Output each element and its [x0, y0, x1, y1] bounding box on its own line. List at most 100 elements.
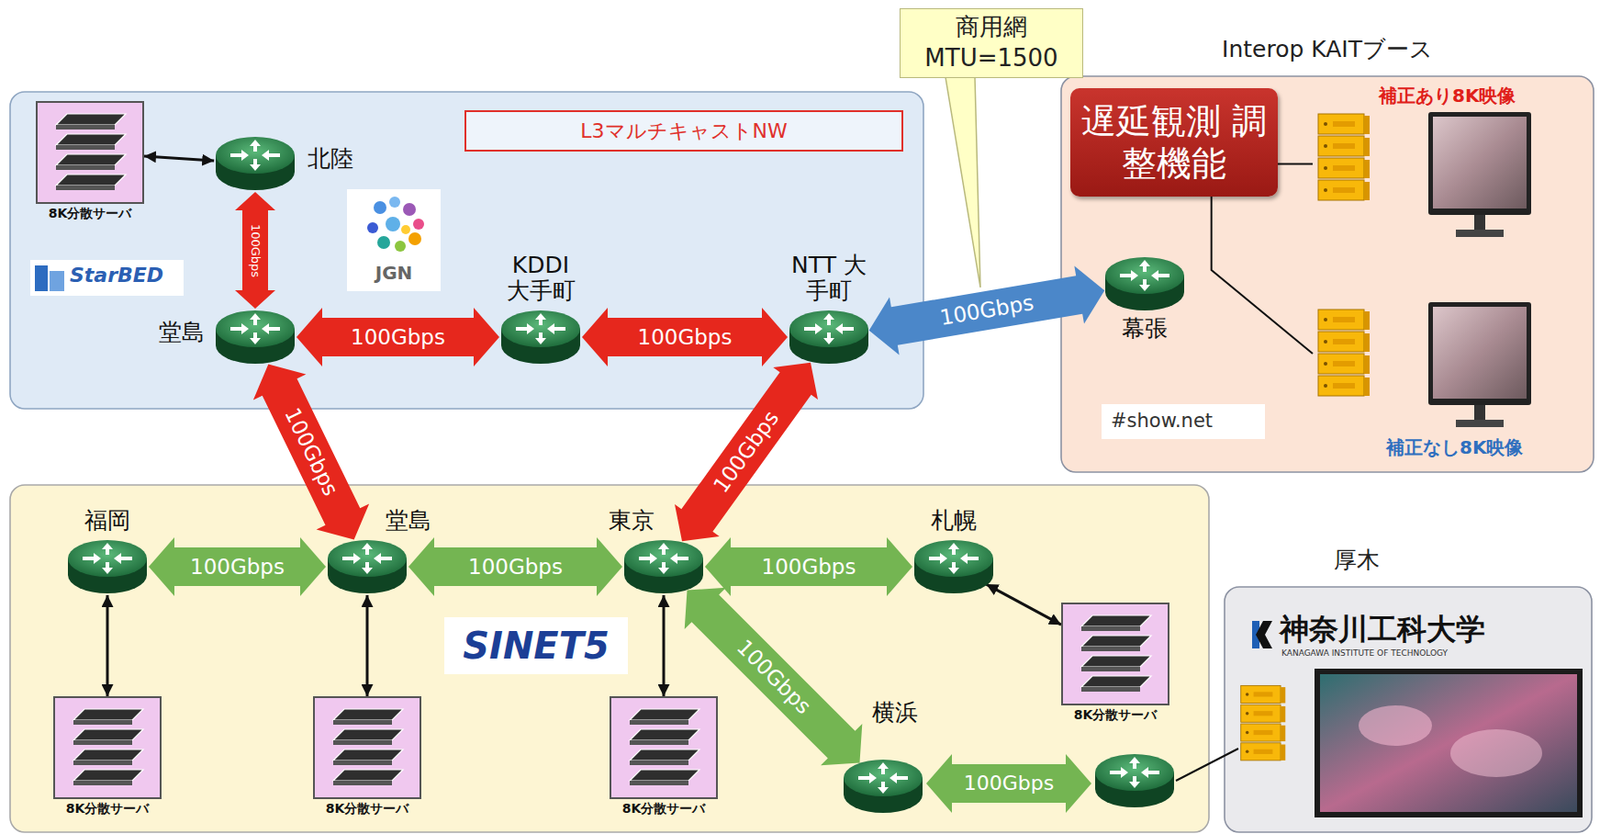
building-icon: [34, 265, 48, 291]
bandwidth-label: 100Gbps: [761, 556, 857, 578]
router-node: 幕張: [1103, 255, 1187, 313]
router-icon: [912, 537, 996, 595]
server-icon: [313, 695, 422, 799]
router-icon: [622, 537, 705, 595]
router-node: KDDI 大手町: [499, 308, 582, 366]
router-name: 横浜: [872, 699, 918, 727]
server-node: 8K分散サーバ: [1061, 602, 1170, 705]
logo-plate: [1101, 403, 1265, 439]
server-icon: [313, 696, 421, 798]
router-icon: [66, 537, 149, 595]
server-link: [144, 156, 214, 161]
router-name: 堂島: [385, 507, 432, 535]
logo-dot: [408, 232, 422, 246]
region-outline: [1224, 586, 1592, 832]
router-icon: [843, 759, 923, 813]
router-icon: [624, 539, 704, 594]
bandwidth-label: 100Gbps: [190, 556, 285, 578]
server-icon: [1062, 603, 1169, 705]
router-node: 堂島: [213, 308, 297, 366]
router-icon: [213, 134, 297, 192]
logo-plate: [30, 259, 184, 296]
router-icon: [787, 308, 871, 366]
screen-image: [1320, 673, 1578, 812]
server-icon: [54, 696, 161, 798]
logo-mark: [1255, 620, 1273, 649]
router-node: 堂島: [325, 537, 409, 595]
server-icon: [610, 696, 717, 798]
router-icon: [1103, 255, 1187, 313]
region-title: Interop KAITブース: [1221, 35, 1433, 64]
router-icon: [914, 539, 994, 594]
region-title: SINET5: [444, 616, 628, 674]
server-link: [662, 594, 666, 696]
server-node: 8K分散サーバ: [609, 695, 718, 799]
router-name: 幕張: [1121, 315, 1168, 343]
display-caption: 補正なし8K映像: [1386, 436, 1523, 459]
router-node: 福岡: [66, 537, 149, 595]
signal-wire: [1277, 163, 1313, 166]
router-name: 福岡: [84, 507, 131, 535]
router-node: 横浜: [841, 757, 925, 815]
server-label: 8K分散サーバ: [48, 205, 133, 222]
logo-dot: [373, 201, 387, 214]
bandwidth-arrow: [148, 537, 326, 596]
server-link: [366, 594, 370, 696]
router-name: 堂島: [158, 319, 205, 347]
display-monitor: [1428, 302, 1532, 427]
logo-dot: [389, 196, 401, 208]
logo-dots: [367, 196, 425, 252]
region-title: L3マルチキャストNW: [464, 110, 904, 152]
server-icon: [35, 100, 145, 204]
bandwidth-arrow: [704, 537, 913, 596]
logo-text: StarBED: [69, 264, 164, 287]
region-outline: [10, 91, 924, 409]
region-outline: [10, 484, 1209, 832]
building-icon: [49, 270, 65, 291]
callout-text: 商用網 MTU=1500: [907, 11, 1075, 75]
bandwidth-arrow: [234, 191, 276, 309]
display-monitor: [1428, 111, 1532, 241]
router-icon: [215, 136, 295, 191]
screen-image: [1358, 704, 1433, 746]
function-box: 遅延観測 調整機能: [1070, 88, 1278, 197]
logo-dot: [367, 222, 379, 234]
bandwidth-label: 100Gbps: [468, 556, 563, 578]
logo-dot: [402, 202, 416, 216]
decoder-stack: [1318, 113, 1370, 201]
logo-dot: [385, 216, 401, 232]
server-icon: [609, 695, 718, 799]
bandwidth-arrow: [926, 753, 1092, 813]
bandwidth-label: 100Gbps: [350, 326, 446, 348]
server-node: 8K分散サーバ: [53, 695, 162, 799]
router-icon: [841, 757, 925, 815]
bandwidth-label: 100Gbps: [249, 223, 262, 277]
router-icon: [327, 539, 407, 594]
router-icon: [215, 310, 295, 364]
display-caption: 補正あり8K映像: [1378, 84, 1516, 107]
server-label: 8K分散サーバ: [1074, 706, 1158, 723]
bandwidth-label: 100Gbps: [637, 326, 733, 348]
router-name: 東京: [608, 507, 655, 535]
server-node: 8K分散サーバ: [313, 695, 422, 799]
router-icon: [501, 310, 581, 364]
callout-tail: [945, 77, 981, 288]
bandwidth-arrow: [296, 307, 500, 367]
router-name: 札幌: [930, 507, 977, 535]
router-icon: [325, 537, 409, 595]
router-name: KDDI 大手町: [499, 252, 582, 306]
router-icon: [1105, 257, 1185, 311]
region-outline: [1061, 76, 1594, 472]
display-monitor: [1428, 302, 1532, 431]
screen-image: [1450, 728, 1543, 777]
server-link: [106, 594, 110, 696]
server-label: 8K分散サーバ: [325, 800, 410, 817]
logo-plate: [346, 189, 441, 291]
logo-dot: [377, 235, 391, 249]
router-node: 東京: [622, 537, 705, 595]
router-node: NTT 大手町: [787, 308, 871, 366]
region-band: L3マルチキャストNW 8K分散サーバ 北陸堂島 KDDI 大手町 NTT 大手町: [10, 91, 924, 409]
router-node: 北陸: [213, 134, 297, 192]
server-icon: [53, 695, 162, 799]
server-label: 8K分散サーバ: [66, 800, 150, 817]
